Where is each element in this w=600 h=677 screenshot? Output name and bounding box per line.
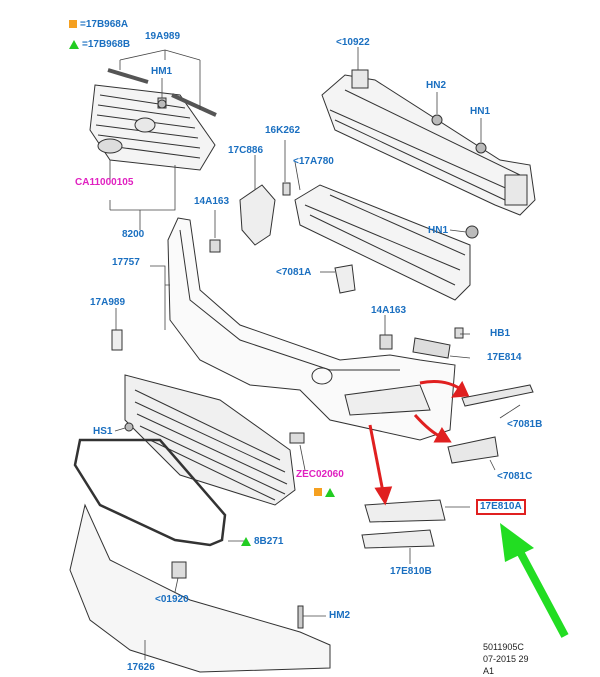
label-17626: 17626	[127, 662, 155, 673]
label-hn1-lower: HN1	[428, 225, 449, 236]
screw-hm2	[297, 605, 304, 629]
nut-hn1-lower	[465, 225, 479, 239]
label-7081C: <7081C	[497, 471, 533, 482]
footer-sheet: A1	[483, 666, 495, 676]
label-CA11000105: CA11000105	[75, 177, 134, 188]
clip-14A163-a	[209, 239, 221, 253]
grille-surround	[73, 438, 227, 547]
triangle-marker-icon	[69, 39, 79, 49]
label-16K262: 16K262	[265, 125, 301, 136]
trim-17E810A	[364, 499, 446, 523]
label-17757: 17757	[112, 257, 140, 268]
square-marker-icon	[314, 488, 322, 497]
zec-markers	[314, 487, 338, 499]
footer-date: 07-2015 29	[483, 654, 529, 664]
label-17E814: 17E814	[487, 352, 522, 363]
trim-7081C	[447, 436, 499, 464]
footer-code: 5011905C	[483, 642, 524, 652]
clip-16K262	[282, 182, 291, 196]
label-8B271-row: 8B271	[241, 536, 283, 548]
label-7081A: <7081A	[276, 267, 312, 278]
label-8200: 8200	[122, 229, 145, 240]
label-hn1-upper: HN1	[470, 106, 491, 117]
bracket-17C886	[239, 184, 276, 246]
label-7081B: <7081B	[507, 419, 543, 430]
square-marker-icon	[69, 20, 77, 29]
label-17A989: 17A989	[90, 297, 126, 308]
label-hs1: HS1	[93, 426, 113, 437]
label-10922: <10922	[336, 37, 370, 48]
bracket-7081A	[334, 264, 356, 294]
triangle-marker-icon	[241, 536, 251, 546]
label-ZEC02060: ZEC02060	[296, 469, 344, 480]
label-17C886: 17C886	[228, 145, 264, 156]
lower-grille	[124, 374, 305, 506]
label-01920: <01920	[155, 594, 189, 605]
green-arrow	[500, 523, 569, 638]
legend-square: =17B968A	[69, 19, 128, 31]
label-17E810A-highlighted: 17E810A	[476, 499, 526, 515]
sensor-01920	[171, 561, 187, 579]
legend-triangle: =17B968B	[69, 39, 130, 51]
label-hn2: HN2	[426, 80, 447, 91]
label-14A163-right: 14A163	[371, 305, 407, 316]
energy-absorber	[294, 184, 471, 301]
bumper-reinforcement	[321, 69, 536, 216]
bumper-cover	[111, 217, 464, 441]
label-hm1-top: HM1	[151, 66, 173, 77]
label-17E810B: 17E810B	[390, 566, 432, 577]
label-hb1: HB1	[490, 328, 511, 339]
label-19A989: 19A989	[145, 31, 181, 42]
leader-lines	[109, 47, 521, 660]
label-hm2: HM2	[329, 610, 351, 621]
upper-grille	[89, 68, 217, 171]
label-8B271: 8B271	[254, 536, 284, 547]
label-17A780: <17A780	[293, 156, 334, 167]
label-14A163-left: 14A163	[194, 196, 230, 207]
red-arrows	[368, 380, 470, 506]
lower-spoiler	[69, 503, 331, 673]
triangle-marker-icon	[325, 487, 335, 497]
nut-hn1-upper	[475, 142, 487, 154]
trim-7081B	[461, 384, 534, 407]
nut-hn2	[431, 114, 443, 126]
trim-17E810B	[361, 529, 435, 549]
clip-hm1	[157, 99, 167, 109]
